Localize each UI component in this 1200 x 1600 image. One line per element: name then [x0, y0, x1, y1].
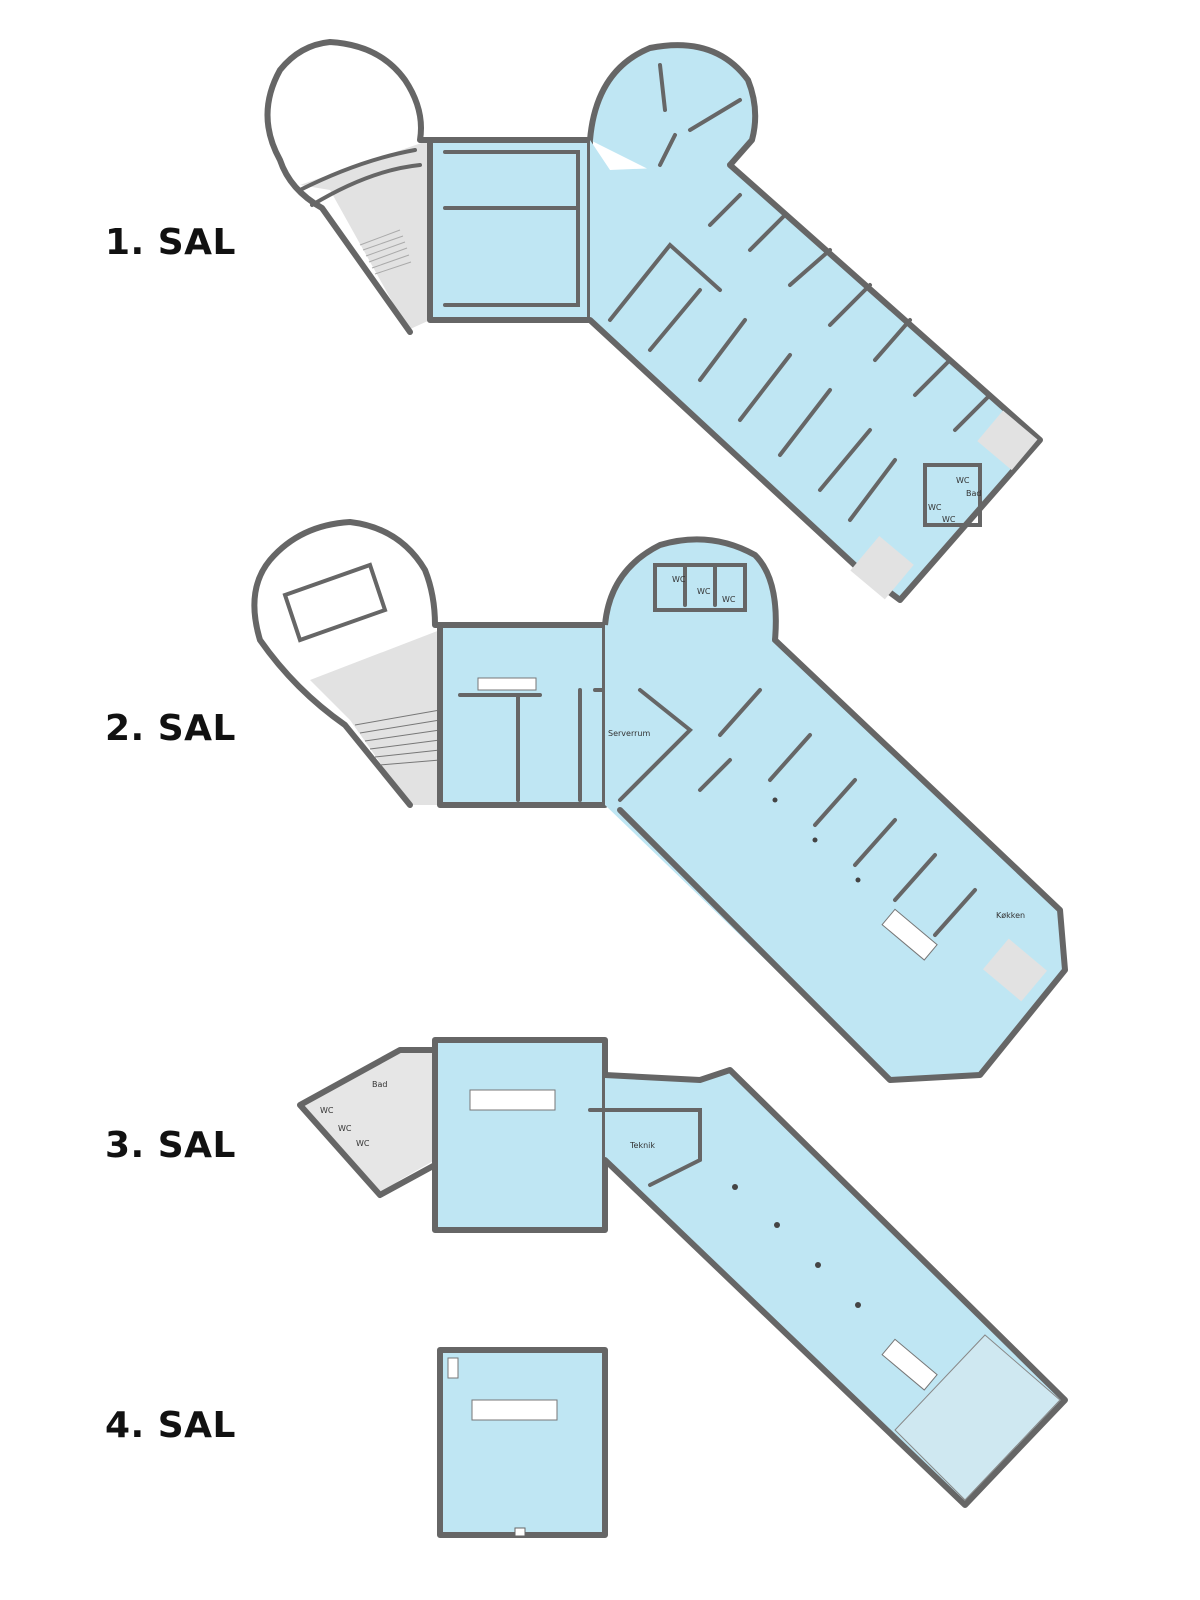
floor2-right-tower-wall	[602, 536, 779, 643]
floor1-tower-inner-arc	[298, 148, 417, 192]
floor1-wc-label-3: WC	[942, 515, 956, 524]
floor2-long-wing-wall	[617, 637, 1068, 1083]
floor4-room	[440, 1350, 605, 1535]
floor2-column-1	[772, 797, 778, 803]
floor-plan-2: WC WC WC Serverrum Køkken	[251, 519, 1068, 1083]
floor-label-1: 1. SAL	[105, 222, 236, 263]
floor2-round-tower-wall	[251, 519, 443, 808]
floor1-central-divider	[443, 150, 580, 307]
floor2-kokken-label: Køkken	[996, 911, 1025, 920]
floor3-column-3	[815, 1262, 821, 1268]
floor1-right-tower-partition	[658, 63, 742, 167]
floor2-column-3	[855, 877, 861, 883]
floor2-serverrum-label: Serverrum	[608, 729, 650, 738]
floor1-tower-inner-arc2	[310, 163, 422, 207]
floor2-stair-steps	[354, 709, 441, 766]
floor2-wc-block	[653, 563, 747, 612]
floor3-column-1	[732, 1184, 738, 1190]
floor1-stair-steps	[359, 229, 412, 275]
floor-plan-3: Bad WC WC WC Teknik	[297, 1037, 1068, 1508]
floor1-long-wing	[590, 140, 1040, 600]
floor1-stair-tower	[300, 140, 430, 330]
floor4-fixture	[447, 1357, 459, 1379]
floor3-wc-label-1: WC	[320, 1106, 334, 1115]
floor3-teknik-walls	[588, 1108, 702, 1187]
floor1-round-tower-wall	[264, 39, 433, 335]
floor2-central-block	[440, 625, 605, 805]
floor1-wc-label-1: WC	[956, 476, 970, 485]
floor2-annex	[982, 938, 1048, 1002]
floor-plan-1: WC Bad WC WC	[264, 39, 1043, 603]
floor1-bad-label: Bad	[966, 489, 981, 498]
floor-label-2: 2. SAL	[105, 708, 236, 749]
floor3-hatched-area	[894, 1334, 1061, 1501]
floor4-door	[514, 1527, 526, 1537]
floor3-wc-label-2: WC	[338, 1124, 352, 1133]
floor-plan-4	[437, 1347, 608, 1538]
floor3-service-wing-wall	[297, 1047, 438, 1198]
floor1-right-tower-wall	[587, 42, 759, 168]
floor3-wc-label-3: WC	[356, 1139, 370, 1148]
floor1-wc-label-2: WC	[928, 503, 942, 512]
floor4-stair	[471, 1399, 558, 1421]
floor1-wing-partitions	[608, 193, 992, 522]
floor3-teknik-label: Teknik	[629, 1141, 655, 1150]
floor2-tower-inner-room	[282, 562, 388, 643]
floor1-wc-block	[923, 463, 982, 527]
floor2-central-stair	[477, 677, 537, 691]
floor2-long-wing	[605, 625, 1065, 1080]
floor3-column-4	[855, 1302, 861, 1308]
floor2-stair-tower	[310, 630, 440, 805]
floor2-central-partitions	[458, 688, 627, 802]
floor-label-4: 4. SAL	[105, 1405, 236, 1446]
floor1-central-hall	[430, 140, 590, 320]
floor3-long-wing-wall	[602, 1067, 1068, 1508]
floor-label-3: 3. SAL	[105, 1125, 236, 1166]
floor3-central-block	[435, 1040, 605, 1230]
floor1-right-tower	[590, 45, 756, 175]
floor1-stairwell	[977, 410, 1038, 471]
floor2-column-2	[812, 837, 818, 843]
floor3-column-2	[774, 1222, 780, 1228]
floor2-wc-label-1: WC	[672, 575, 686, 584]
floor2-wc-label-3: WC	[722, 595, 736, 604]
floor2-wing-partitions	[618, 688, 977, 937]
floor3-wing-stair	[881, 1338, 938, 1391]
floor2-wc-label-2: WC	[697, 587, 711, 596]
floor2-wing-stair	[881, 908, 938, 961]
floor3-bad-label: Bad	[372, 1080, 387, 1089]
floor1-stairwell-lower	[850, 536, 914, 600]
floor3-service-wing	[300, 1050, 435, 1195]
floor3-central-stair	[469, 1089, 556, 1111]
floor2-wc-dividers	[683, 563, 717, 607]
